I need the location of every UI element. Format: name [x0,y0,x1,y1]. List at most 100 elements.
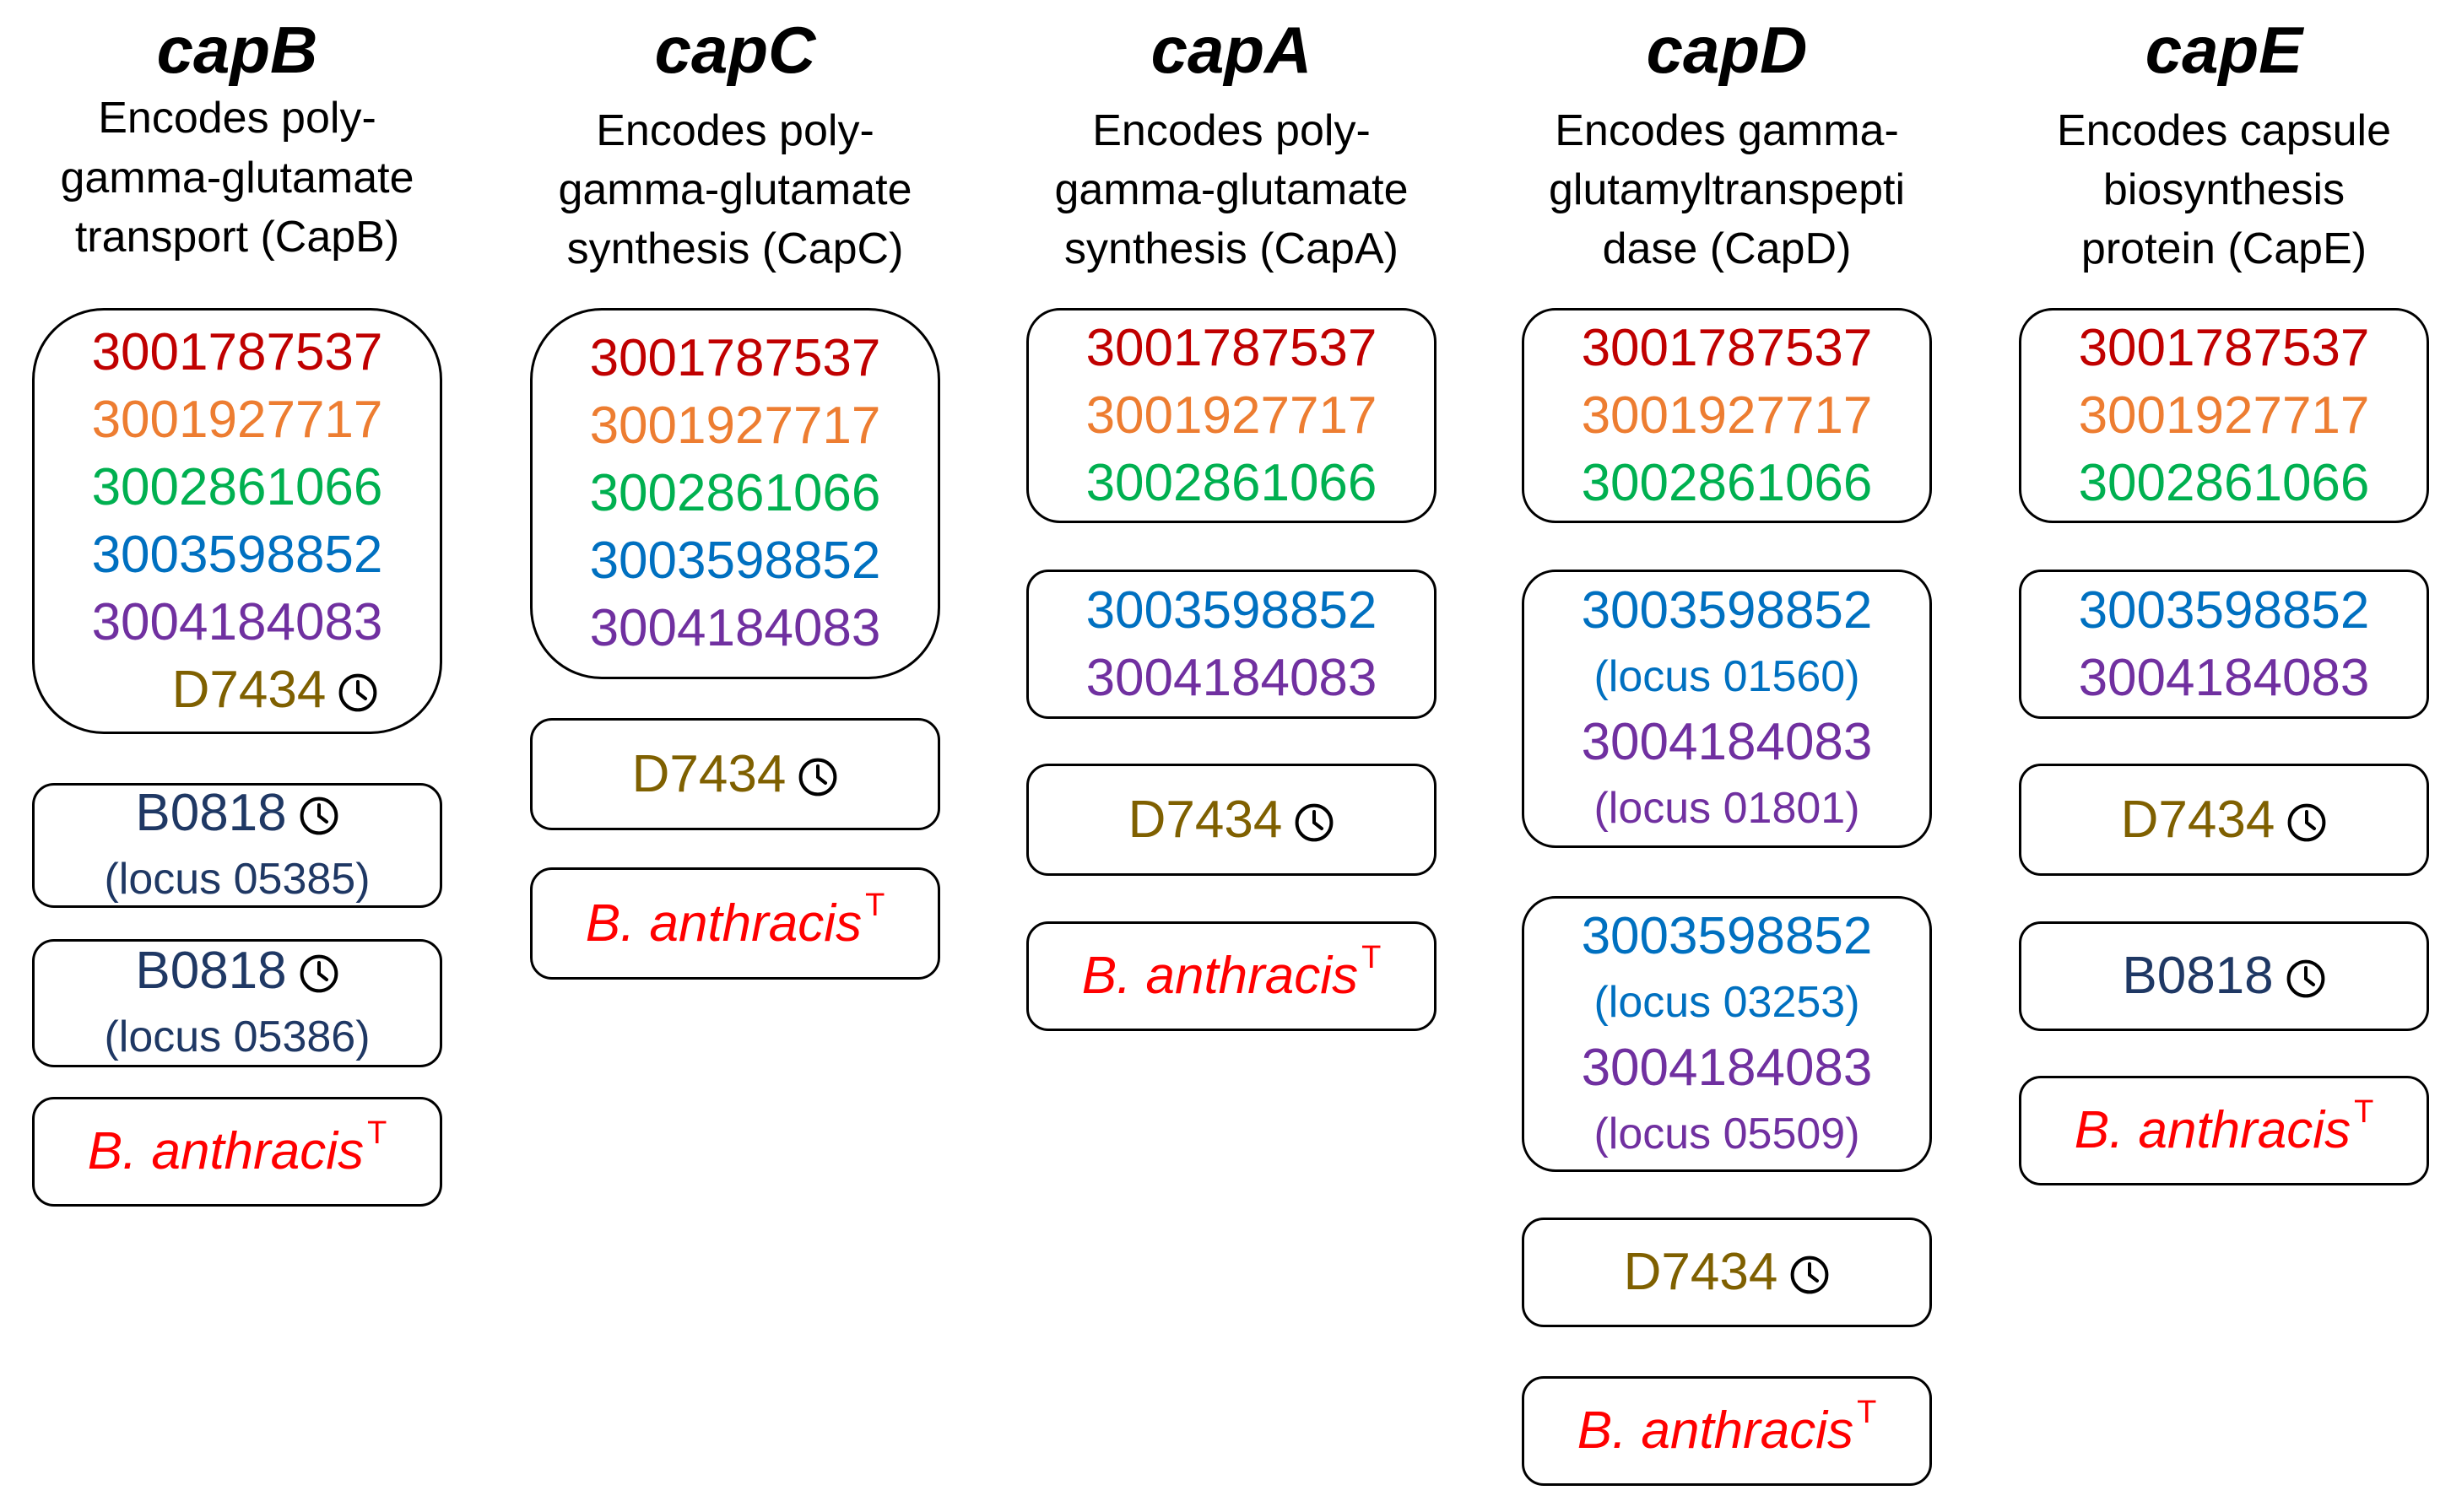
strain-id-text: 3001787537 [589,329,881,387]
gene-description-line: protein (CapE) [2080,224,2367,273]
strain-id-text: D7434 [1623,1243,1778,1301]
strain-id-text: 3003598852 [1085,580,1377,640]
locus-text: (locus 01801) [1593,784,1860,833]
strain-id: 3001787537 [1582,315,1873,382]
strain-id: 3001927717 [590,392,881,460]
clock-icon [1295,803,1334,841]
strain-id-text: 3001787537 [1581,318,1873,377]
gene-description-line: Encodes capsule [2056,106,2392,155]
strain-id: 3003598852 [590,527,881,595]
strain-id-text: 3001927717 [1581,386,1873,445]
strain-id: 3004184083 [1582,1034,1873,1102]
strain-id: B0818 [2122,942,2325,1010]
species-name: B. anthracis [585,894,863,953]
gene-name: capD [1646,13,1808,87]
strain-id-text: 3004184083 [1581,1038,1873,1097]
strain-id: B0818 [135,937,338,1005]
strain-id-text: B0818 [135,942,287,1000]
clock-icon [1790,1256,1829,1294]
strain-id-text: B0818 [135,784,287,842]
gene-description-line: glutamyltranspepti [1549,165,1905,214]
clock-icon [2287,803,2326,841]
gene-column-capC: capC Encodes poly-gamma-glutamate synthesi… [530,0,940,1512]
strain-id: 3003598852 [1086,577,1377,645]
strain-id: B0818 [135,780,338,847]
gene-name: capA [1150,13,1312,87]
strain-id-text: 3001927717 [2078,386,2370,445]
gene-description-line: Encodes gamma- [1555,106,1899,155]
clock-icon [798,758,837,796]
locus-label: (locus 05509) [1593,1102,1859,1166]
gene-description-line: transport (CapB) [74,213,400,262]
strain-id: 3004184083 [1086,645,1377,712]
locus-label: (locus 01560) [1593,645,1859,709]
strain-id-text: 3004184083 [91,592,383,651]
strain-id: 3001787537 [2079,315,2370,382]
strain-id: D7434 [96,656,379,724]
locus-text: (locus 05385) [104,855,371,904]
strain-id: 3002861066 [92,454,383,521]
strain-id-text: 3001927717 [91,390,383,449]
strain-group-box: D7434 [1026,764,1437,876]
strain-id: 3001927717 [92,386,383,454]
strain-id-text: B0818 [2122,947,2274,1005]
strain-id: 3003598852 [1582,903,1873,970]
gene-name: capB [156,13,318,87]
strain-id-text: D7434 [1128,790,1283,849]
gene-description-line: gamma-glutamate [558,165,912,214]
strain-id: D7434 [2121,786,2328,854]
strain-id: 3001927717 [1086,382,1377,450]
strain-id-text: 3003598852 [1581,906,1873,965]
clock-icon [300,954,338,993]
strain-id-text: D7434 [171,660,327,719]
strain-id-text: 3001787537 [1085,318,1377,377]
strain-id-text: 3003598852 [1581,581,1873,640]
strain-id-text: 3004184083 [589,599,881,657]
locus-label: (locus 05386) [104,1005,370,1069]
gene-name: capC [654,13,816,87]
gene-description-line: gamma-glutamate [60,154,414,202]
strain-id-text: 3003598852 [589,532,881,590]
gene-description-line: Encodes poly- [596,106,874,155]
species-name: B. anthracis [1577,1401,1854,1460]
strain-id: 3001927717 [2079,382,2370,450]
strain-group-box: 3003598852 (locus 01560) 3004184083 (locus … [1522,570,1932,848]
locus-text: (locus 01560) [1593,652,1860,701]
strain-id: 3001787537 [92,319,383,386]
strain-id: 3004184083 [1582,709,1873,776]
locus-text: (locus 05509) [1593,1109,1860,1158]
type-strain-superscript: T [1361,940,1382,975]
species-name: B. anthracis [1081,947,1359,1005]
type-strain-superscript: T [367,1115,387,1151]
gene-description-line: synthesis (CapA) [1064,224,1399,273]
strain-id-text: 3002861066 [91,457,383,516]
strain-id: 3002861066 [1582,450,1873,517]
type-strain-superscript: T [1857,1395,1877,1430]
strain-id: 3003598852 [1582,577,1873,645]
strain-id-text: D7434 [631,744,787,803]
gene-description-line: synthesis (CapC) [566,224,904,273]
strain-id-text: 3003598852 [91,525,383,584]
strain-group-box: 3003598852(locus 03253)3004184083(locus … [1522,896,1932,1172]
strain-id-text: D7434 [2120,790,2275,849]
strain-group-box: D7434 [2019,764,2429,876]
strain-id: 3002861066 [590,460,881,527]
strain-id-text: 3001787537 [2078,318,2370,377]
strain-group-box: D7434 [530,718,940,830]
locus-label: (locus 05385) [104,847,370,911]
strain-id-text: 3004184083 [1581,713,1873,771]
species-name: B. anthracis [87,1122,365,1180]
strain-group-box: B0818(locus 05386) [32,939,442,1067]
gene-description-line: gamma-glutamate [1054,165,1409,214]
